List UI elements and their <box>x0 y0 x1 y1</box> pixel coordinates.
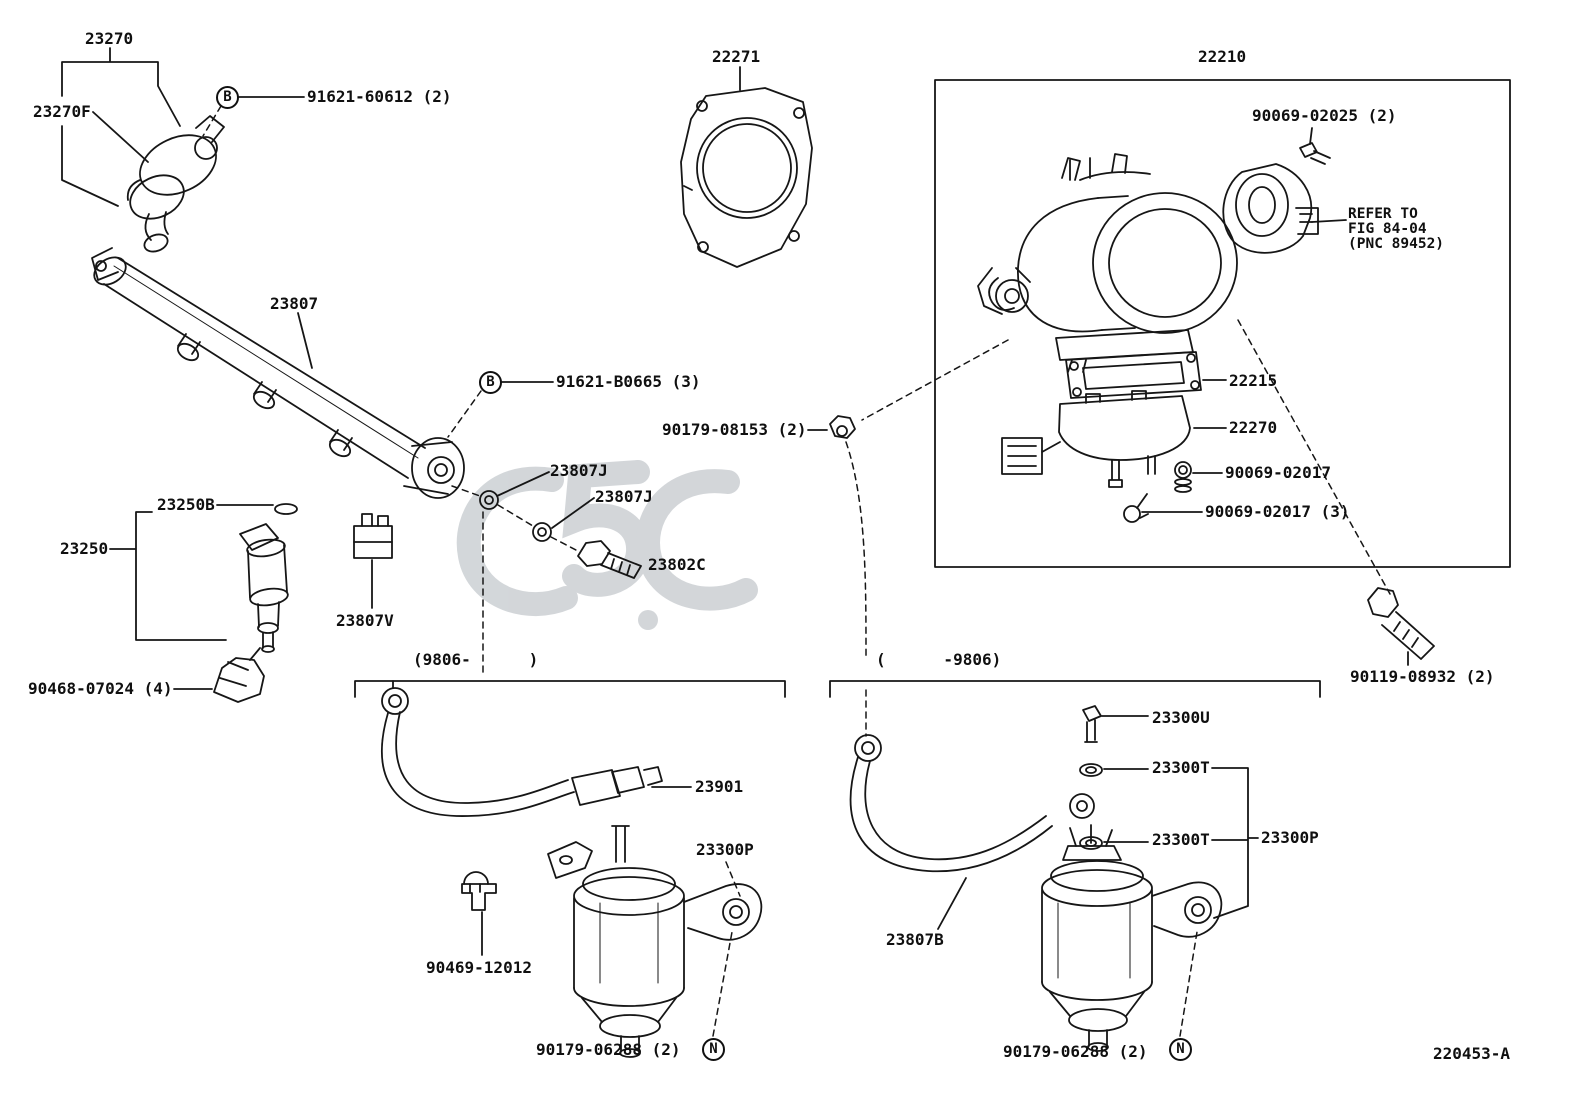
callout-23807: 23807 <box>270 294 319 313</box>
callout-23300T-2: 23300T <box>1152 830 1210 849</box>
callout-23300P-right: 23300P <box>1261 828 1319 847</box>
range-label-old: ( -9806) <box>876 650 1002 669</box>
spacer-23807V-drawing <box>353 513 393 609</box>
callout-23300U: 23300U <box>1152 708 1210 727</box>
callout-23807V: 23807V <box>336 611 394 630</box>
callout-22270: 22270 <box>1229 418 1278 437</box>
key-letter-B-1: B <box>216 86 239 109</box>
callout-90469-12012: 90469-12012 <box>426 958 532 977</box>
callout-23807J-2: 23807J <box>595 487 653 506</box>
range-label-new: (9806- ) <box>413 650 539 669</box>
throttle-position-sensor-drawing <box>1222 163 1347 254</box>
watermark-logo <box>456 460 758 630</box>
clip-90468-drawing <box>173 647 265 703</box>
callout-23250: 23250 <box>60 539 109 558</box>
banjo-stack-drawing <box>1069 705 1259 919</box>
key-letter-N-1: N <box>702 1038 725 1061</box>
callout-22210: 22210 <box>1198 47 1247 66</box>
callout-23300P-left: 23300P <box>696 840 754 859</box>
small-fasteners-90069-02017-drawing <box>1123 461 1223 523</box>
key-letter-N-2: N <box>1169 1038 1192 1061</box>
callout-23300T-1: 23300T <box>1152 758 1210 777</box>
callout-23901: 23901 <box>695 777 744 796</box>
bolt-23802C-drawing <box>577 540 642 579</box>
callout-90119-08932: 90119-08932 (2) <box>1350 667 1495 686</box>
isc-valve-22270-drawing <box>1001 390 1227 488</box>
callout-23250B: 23250B <box>157 495 215 514</box>
callout-90069-02017-3: 90069-02017 (3) <box>1205 502 1350 521</box>
fuel-rail-drawing <box>91 247 465 499</box>
callout-91621-60612: 91621-60612 (2) <box>307 87 452 106</box>
callout-23807J-1: 23807J <box>550 461 608 480</box>
callout-90179-06288-left: 90179-06288 (2) <box>536 1040 681 1059</box>
callout-22271: 22271 <box>712 47 761 66</box>
callout-90069-02017: 90069-02017 <box>1225 463 1331 482</box>
fuel-hose-23807B-drawing <box>849 734 1053 930</box>
callout-23807B: 23807B <box>886 930 944 949</box>
callout-90179-06288-right: 90179-06288 (2) <box>1003 1042 1148 1061</box>
refer-note-line3: (PNC 89452) <box>1348 236 1445 252</box>
refer-note-line1: REFER TO <box>1348 206 1418 222</box>
callout-91621-B0665: 91621-B0665 (3) <box>556 372 701 391</box>
fuel-hose-23901-drawing <box>381 680 692 817</box>
callout-22215: 22215 <box>1229 371 1278 390</box>
figure-code: 220453-A <box>1433 1044 1511 1063</box>
gasket-22215-drawing <box>1065 351 1227 399</box>
bolt-90119-08932-drawing <box>1367 587 1435 666</box>
injector-23250-drawing <box>109 503 298 653</box>
clamp-90469-drawing <box>461 871 497 956</box>
callout-23270F: 23270F <box>33 102 91 121</box>
fuel-filter-right-drawing <box>1041 824 1223 1052</box>
cold-start-injector-drawing <box>61 47 225 253</box>
refer-note-line2: FIG 84-04 <box>1348 221 1427 237</box>
callout-90069-02025: 90069-02025 (2) <box>1252 106 1397 125</box>
nut-90179-08153-drawing <box>807 415 856 439</box>
fuel-filter-left-drawing <box>547 825 763 1058</box>
callout-90468-07024: 90468-07024 (4) <box>28 679 173 698</box>
key-letter-B-2: B <box>479 371 502 394</box>
grommets-23807J-drawing <box>479 471 595 542</box>
callout-23270: 23270 <box>85 29 134 48</box>
bolt-90069-02025-drawing <box>1299 127 1331 165</box>
callout-90179-08153: 90179-08153 (2) <box>662 420 807 439</box>
throttle-gasket-22271-drawing <box>680 66 813 268</box>
dashed-reference-lines <box>202 105 1391 1037</box>
throttle-body-drawing <box>977 153 1238 373</box>
section-brackets <box>354 680 1321 698</box>
throttle-body-box <box>934 79 1511 568</box>
callout-23802C: 23802C <box>648 555 706 574</box>
